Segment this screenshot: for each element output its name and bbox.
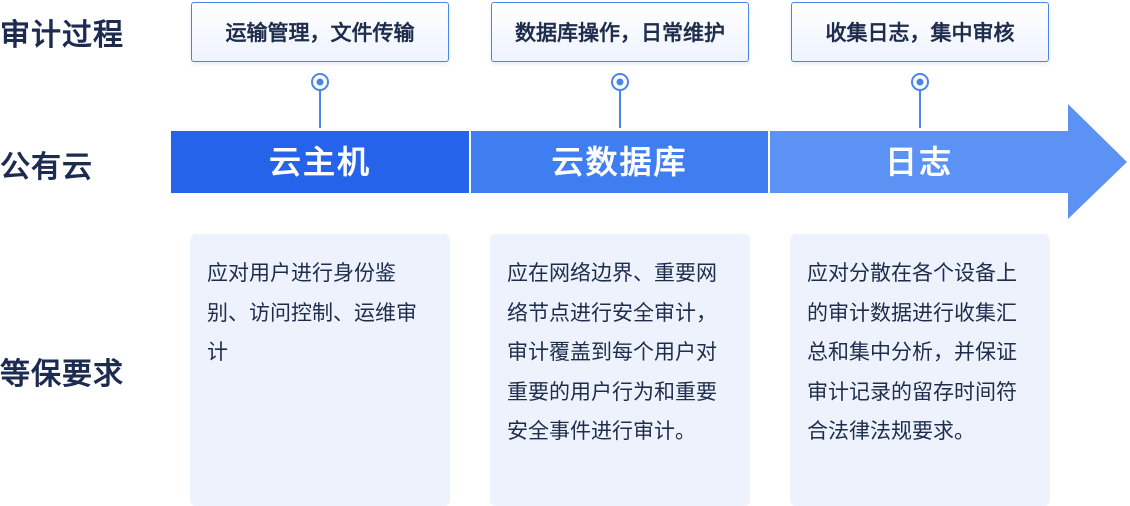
row-label-compliance: 等保要求 [0,357,124,392]
connector-marker [311,73,329,128]
arrow-segment-cloud-database [471,131,768,193]
requirement-box: 应在网络边界、重要网络节点进行安全审计，审计覆盖到每个用户对重要的用户行为和重要… [490,234,750,506]
requirement-box: 应对用户进行身份鉴别、访问控制、运维审计 [190,234,450,506]
segment-label-cloud-host: 云主机 [268,143,371,181]
connector-marker [911,73,929,128]
arrow-segment-cloud-host [171,131,469,193]
process-step-box: 运输管理，文件传输 [191,2,449,62]
segment-label-cloud-database: 云数据库 [551,143,688,181]
arrow-segment-logs [770,104,1127,219]
row-label-public-cloud: 公有云 [0,150,93,185]
cloud-arrow [171,104,1127,219]
segment-label-logs: 日志 [884,143,953,181]
connector-marker [611,73,629,128]
requirement-box: 应对分散在各个设备上的审计数据进行收集汇总和集中分析，并保证审计记录的留存时间符… [790,234,1050,506]
process-step-box: 收集日志，集中审核 [791,2,1049,62]
row-label-audit-process: 审计过程 [0,18,124,53]
process-step-box: 数据库操作，日常维护 [491,2,749,62]
